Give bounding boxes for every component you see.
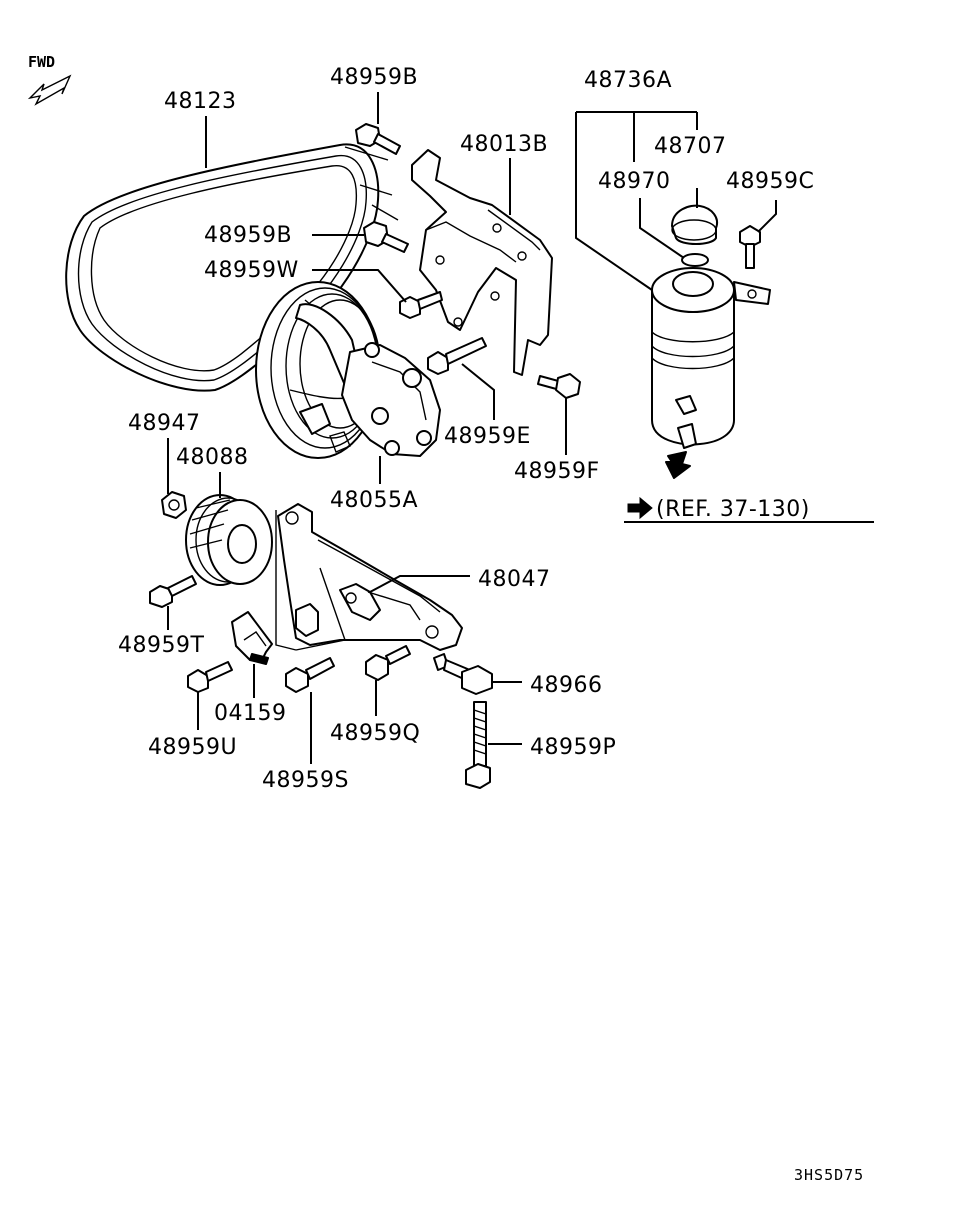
label-bolt-c[interactable]: 48959C <box>726 169 814 194</box>
label-clip-bracket[interactable]: 04159 <box>214 701 287 726</box>
bolt-w-shape[interactable] <box>399 291 443 319</box>
label-bolt-s[interactable]: 48959S <box>262 768 349 793</box>
bolt-e-shape[interactable] <box>427 337 487 375</box>
fwd-label: FWD <box>28 53 55 71</box>
bolt-u-shape[interactable] <box>187 661 233 693</box>
label-bracket-top[interactable]: 48013B <box>460 132 548 157</box>
bolt-spacer-shape[interactable] <box>433 653 493 695</box>
label-bolt-t[interactable]: 48959T <box>118 633 204 658</box>
drawing-code: 3HS5D75 <box>794 1166 864 1184</box>
label-reservoir-assembly[interactable]: 48736A <box>584 68 672 93</box>
arrow-right-icon <box>627 496 653 520</box>
bolt-t-shape[interactable] <box>149 575 197 608</box>
label-bolt-w[interactable]: 48959W <box>204 258 299 283</box>
reservoir-cap-shape[interactable] <box>671 204 718 245</box>
bolt-f-shape[interactable] <box>537 373 581 399</box>
power-steering-pump[interactable] <box>255 281 441 459</box>
o-ring-shape[interactable] <box>681 253 709 267</box>
upper-bracket[interactable] <box>411 149 553 376</box>
nut-shape[interactable] <box>161 491 187 519</box>
label-bolt-q[interactable]: 48959Q <box>330 721 420 746</box>
fwd-indicator: FWD <box>27 53 72 106</box>
label-reservoir-cap[interactable]: 48707 <box>654 134 727 159</box>
label-bolt-top-b[interactable]: 48959B <box>330 65 418 90</box>
label-idler-pulley[interactable]: 48088 <box>176 445 249 470</box>
label-bracket-lower[interactable]: 48047 <box>478 567 551 592</box>
label-bolt-e[interactable]: 48959E <box>444 424 531 449</box>
bolt-q-shape[interactable] <box>365 645 411 681</box>
leader-lines <box>167 92 874 764</box>
bolt-top-b-shape[interactable] <box>355 123 401 155</box>
label-nut[interactable]: 48947 <box>128 411 201 436</box>
clip-bracket-shape[interactable] <box>231 611 273 665</box>
label-o-ring[interactable]: 48970 <box>598 169 671 194</box>
idler-pulley-shape[interactable] <box>185 494 273 586</box>
bolt-mid-b-shape[interactable] <box>363 221 409 253</box>
label-belt[interactable]: 48123 <box>164 89 237 114</box>
label-pump[interactable]: 48055A <box>330 488 418 513</box>
reference-callout[interactable]: (REF. 37-130) <box>627 496 810 522</box>
reference-text[interactable]: (REF. 37-130) <box>656 497 810 522</box>
lower-bracket[interactable] <box>277 503 463 651</box>
label-bolt-f[interactable]: 48959F <box>514 459 600 484</box>
bolt-c-shape[interactable] <box>739 225 761 269</box>
part-labels: 48123 48959B 48013B 48736A 48707 48970 4… <box>118 65 814 793</box>
label-bolt-mid-b[interactable]: 48959B <box>204 223 292 248</box>
label-long-bolt[interactable]: 48959P <box>530 735 616 760</box>
long-bolt-shape[interactable] <box>465 701 491 789</box>
reservoir-tank[interactable] <box>651 267 771 479</box>
fwd-arrow-icon <box>27 74 72 106</box>
label-bolt-spacer[interactable]: 48966 <box>530 673 603 698</box>
bolt-s-shape[interactable] <box>285 657 335 693</box>
label-bolt-u[interactable]: 48959U <box>148 735 237 760</box>
